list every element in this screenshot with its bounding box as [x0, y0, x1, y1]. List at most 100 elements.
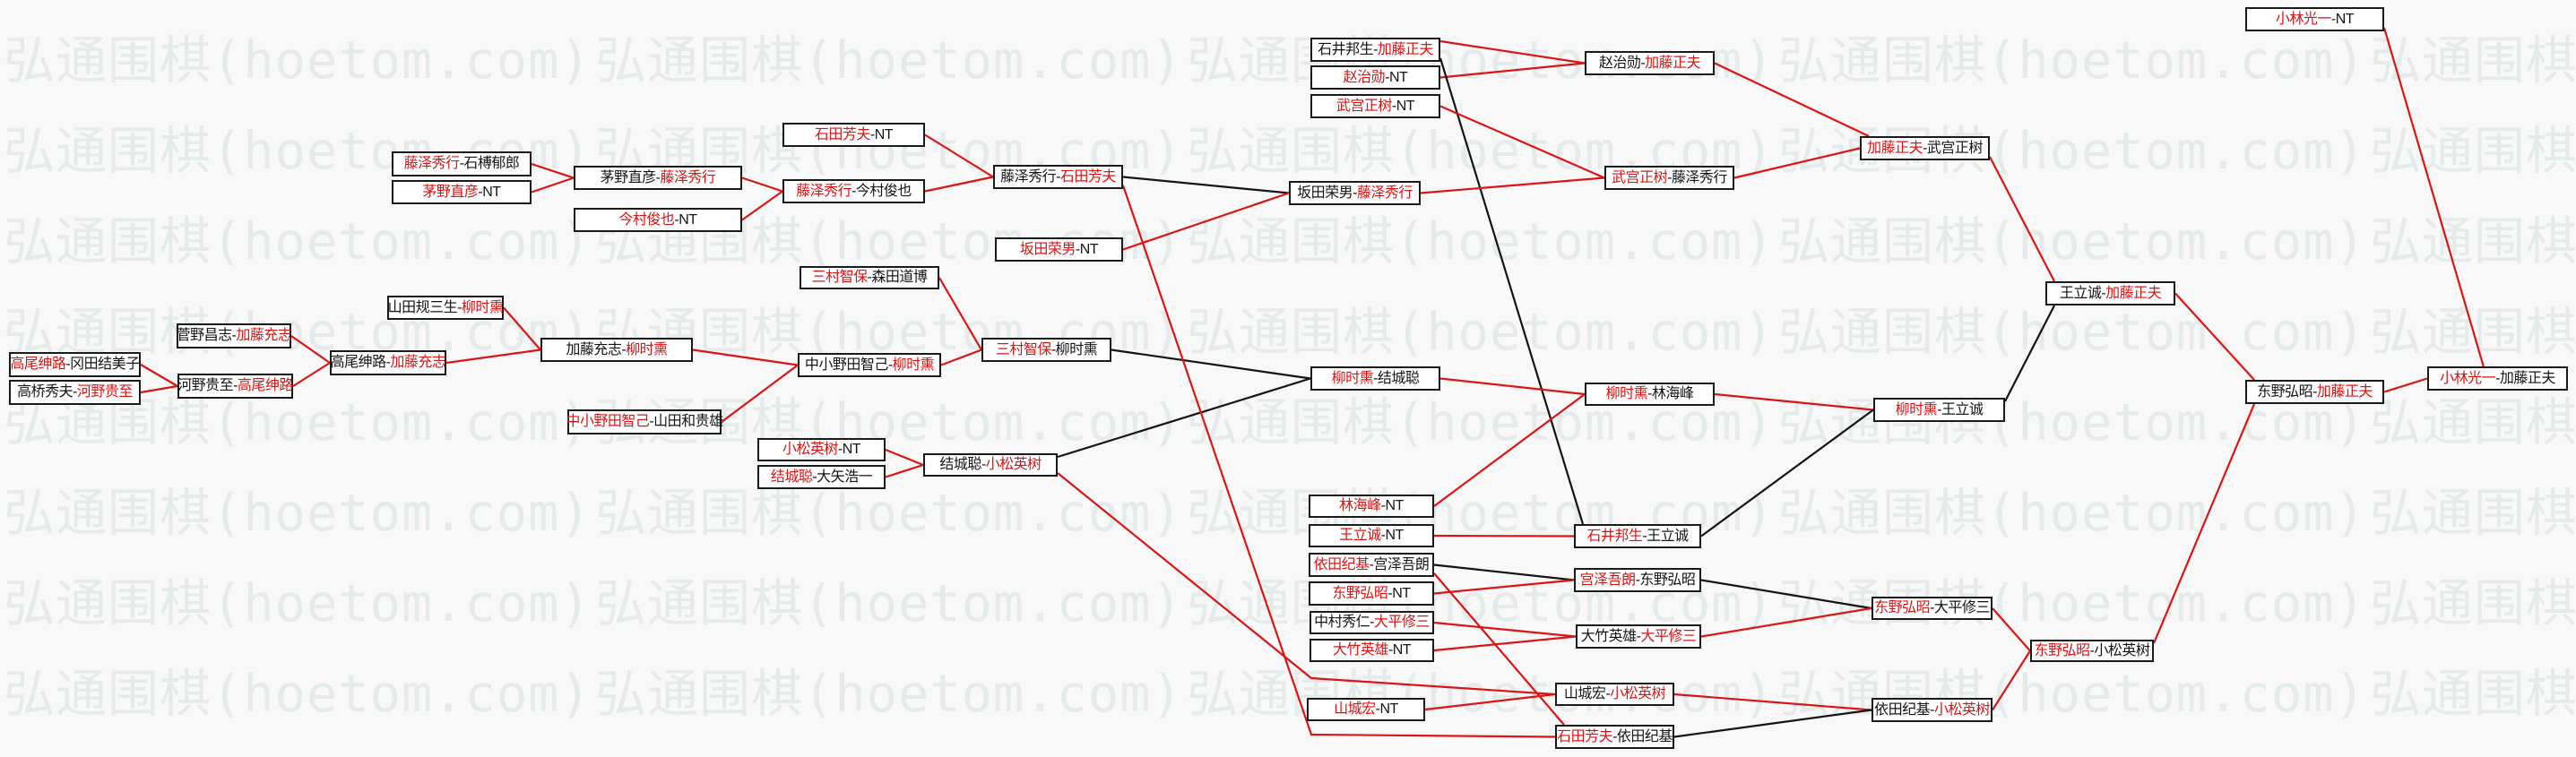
winner-name: 加藤充志 [390, 355, 446, 370]
winner-name: 今村俊也 [618, 211, 675, 228]
match-box-kato-ryu: 加藤充志-柳时熏 [540, 338, 693, 362]
winner-name: 柳时熏 [1895, 401, 1938, 417]
connector-edge-tono-kato--kobayashi-kato [2383, 377, 2428, 393]
winner-name: 小松英树 [1933, 701, 1991, 718]
match-box-nakaonoda-ryu: 中小野田智己-柳时熏 [798, 353, 941, 377]
connector-edge-tono-komatsu--tono-kato [2152, 403, 2256, 644]
match-box-tono-komatsu: 东野弘昭-小松英树 [2030, 640, 2154, 662]
winner-name: 加藤正夫 [1377, 41, 1434, 57]
connector-edge-tono-ohira--tono-komatsu [1992, 607, 2031, 652]
loser-name: 茅野直彦- [600, 169, 661, 185]
match-box-ryu-yuki: 柳时熏-结城聪 [1310, 366, 1440, 391]
connector-edge-muku-nt--muku-fujisawa [1439, 105, 1605, 179]
loser-name: 结城聪- [939, 457, 986, 472]
match-box-takao-kato: 高尾绅路-加藤充志 [330, 350, 446, 375]
connector-edge-cho-kato--kato-muku [1714, 62, 1870, 137]
loser-name: -大平修三 [1930, 600, 1990, 615]
loser-name: -今村俊也 [851, 183, 912, 199]
winner-name: 藤泽秀行 [1356, 185, 1413, 201]
winner-name: 小林光一 [2275, 11, 2332, 27]
winner-name: 三村智保 [995, 341, 1052, 357]
loser-name: 依田纪基- [1874, 701, 1934, 718]
connector-edge-kono-takao--takao-kato [292, 362, 331, 387]
connector-edge-mimura-ryu--ryu-yuki [1111, 348, 1311, 380]
loser-name: 山城宏- [1563, 686, 1611, 701]
winner-name: 藤泽秀行 [796, 183, 852, 199]
connector-edge-yoda-komatsu--tono-komatsu [1992, 649, 2031, 711]
winner-name: 加藤正夫 [2316, 383, 2373, 400]
winner-name: 宫泽吾朗 [1579, 572, 1637, 588]
connector-edge-nakaonoda-ryu--mimura-ryu [940, 348, 982, 366]
match-box-ishii-o: 石井邦生-王立诚 [1574, 524, 1701, 548]
loser-name: -结城聪 [1373, 370, 1420, 386]
match-box-o-nt: 王立诚-NT [1309, 524, 1434, 547]
connector-edge-yuki-komatsu--ryu-yuki [1057, 377, 1311, 459]
loser-name: -藤泽秀行 [1667, 169, 1727, 185]
connector-edge-ishii-kato--ishii-o [1439, 57, 1585, 525]
match-box-kayano-fujisawa: 茅野直彦-藤泽秀行 [574, 166, 742, 190]
loser-name: -林海峰 [1647, 386, 1694, 401]
match-box-ishida-nt: 石田芳夫-NT [782, 123, 925, 147]
winner-name: 石井邦生 [1586, 528, 1643, 544]
winner-name: 小松英树 [985, 457, 1042, 472]
connector-edge-yoda-miyazawa--ishida-yoda [1433, 572, 1565, 726]
winner-name: 东野弘昭 [1874, 600, 1931, 615]
match-box-yoda-komatsu: 依田纪基-小松英树 [1871, 698, 1993, 722]
match-box-fujisawa-ishida: 藤泽秀行-石田芳夫 [993, 165, 1123, 189]
match-box-kono-takao: 河野贵至-高尾绅路 [177, 374, 293, 399]
winner-name: 大竹英雄 [1332, 642, 1389, 658]
winner-name: 三村智保 [811, 270, 869, 285]
connector-edge-muku-fujisawa--kato-muku [1733, 147, 1861, 179]
winner-name: 加藤正夫 [1867, 140, 1923, 156]
loser-name: -王立诚 [1937, 401, 1984, 417]
loser-name: -NT [1391, 98, 1415, 114]
loser-name: 东野弘昭- [2257, 383, 2317, 400]
connector-edge-kobayashi-nt--kobayashi-kato [2382, 27, 2485, 367]
winner-name: 大平修三 [1640, 628, 1697, 644]
match-box-fujisawa-imamura: 藤泽秀行-今村俊也 [782, 179, 925, 203]
loser-name: -NT [1387, 642, 1412, 658]
winner-name: 高尾绅路 [237, 378, 294, 393]
match-box-cho-nt: 赵治勋-NT [1310, 65, 1440, 90]
match-box-muku-nt: 武宫正树-NT [1310, 94, 1440, 118]
winner-name: 小松英树 [782, 442, 839, 457]
connector-edge-otake-nt--otake-ohira [1433, 635, 1577, 652]
winner-name: 石田芳夫 [1557, 728, 1613, 744]
loser-name: 山田规三生- [387, 299, 462, 315]
winner-name: 石田芳夫 [814, 126, 871, 142]
loser-name: -冈田结美子 [65, 357, 140, 372]
loser-name: -宫泽吾朗 [1369, 556, 1430, 572]
winner-name: 藤泽秀行 [660, 169, 716, 185]
connector-edge-nakamura-ohira--otake-ohira [1433, 621, 1577, 638]
connector-edge-mimura-morita--mimura-ryu [938, 277, 982, 351]
match-box-takahashi-kono: 高桥秀夫-河野贵至 [9, 380, 141, 405]
loser-name: -王立诚 [1642, 528, 1689, 544]
loser-name: -加藤正夫 [2495, 370, 2555, 386]
connector-edge-miyazawa-tono--tono-ohira [1700, 579, 1872, 610]
loser-name: 高桥秀夫- [17, 384, 77, 400]
connector-edge-nakaonoda-yamada--nakaonoda-ryu [721, 364, 799, 423]
winner-name: 加藤充志 [236, 328, 292, 343]
winner-name: 王立诚 [1339, 528, 1381, 543]
match-box-mimura-ryu: 三村智保-柳时熏 [981, 338, 1111, 362]
match-box-kobayashi-kato: 小林光一-加藤正夫 [2427, 366, 2568, 391]
winner-name: 小林光一 [2440, 370, 2496, 386]
winner-name: 柳时熏 [1605, 386, 1648, 401]
connector-edge-o-kato--tono-kato [2174, 292, 2255, 381]
loser-name: 高尾绅路- [330, 355, 391, 370]
connector-edge-sugano-kato--takao-kato [290, 335, 331, 364]
match-box-sakata-fujisawa: 坂田荣男-藤泽秀行 [1289, 181, 1421, 205]
loser-name: 菅野昌志- [176, 328, 237, 343]
match-box-imamura-nt: 今村俊也-NT [574, 208, 742, 232]
match-box-tono-ohira: 东野弘昭-大平修三 [1871, 597, 1993, 620]
loser-name: -NT [837, 442, 861, 457]
connector-edge-yamada-ryu--kato-ryu [503, 306, 541, 351]
match-box-ishii-kato: 石井邦生-加藤正夫 [1310, 38, 1440, 62]
loser-name: -依田纪基 [1612, 728, 1673, 744]
match-box-fujisawa-ishigure: 藤泽秀行-石榑郁郎 [392, 151, 532, 176]
loser-name: 藤泽秀行- [1000, 168, 1060, 185]
connector-edge-yamashiro-komatsu--yoda-komatsu [1673, 692, 1872, 711]
winner-name: 山城宏 [1334, 701, 1376, 717]
